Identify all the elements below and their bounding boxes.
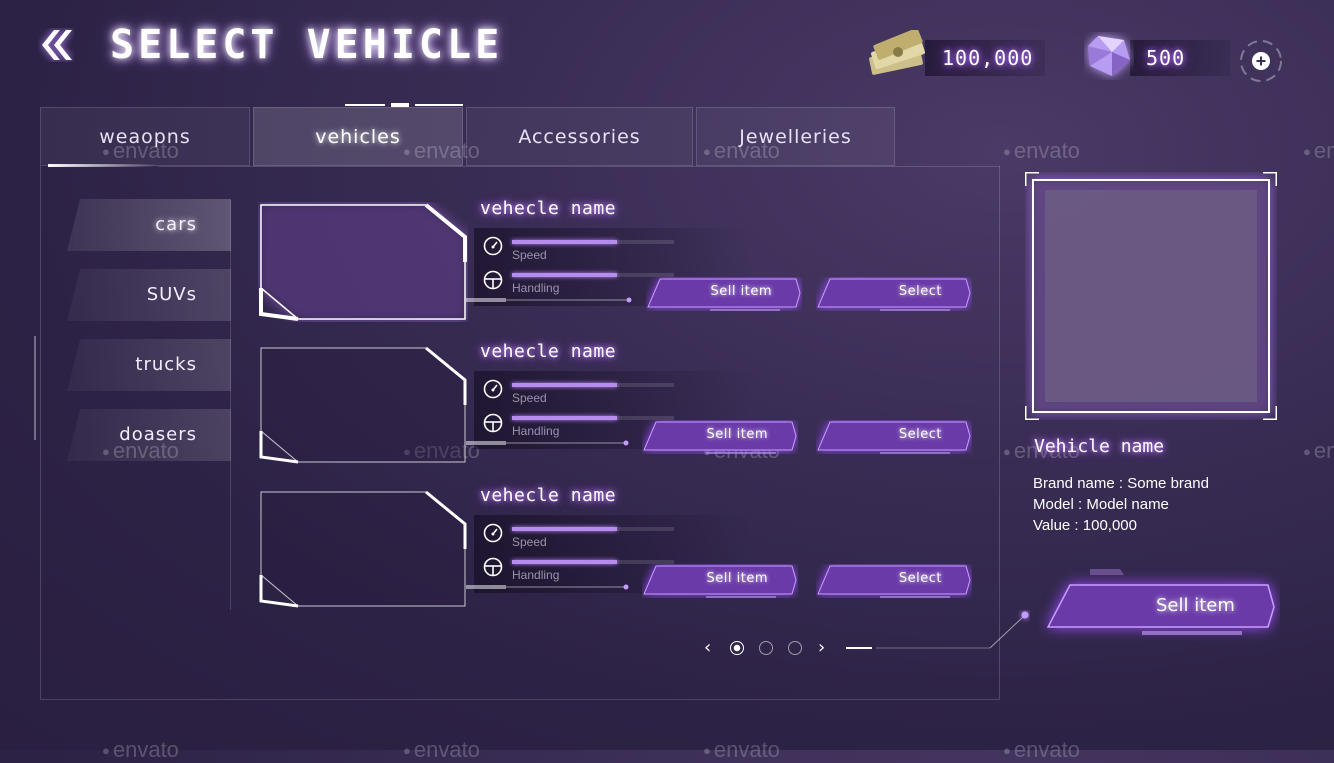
gem-icon [1088, 36, 1130, 76]
sell-item-button[interactable]: Sell item [642, 420, 798, 454]
handling-label: Handling [512, 424, 560, 438]
tab-weapons[interactable]: weaopns [40, 107, 250, 166]
sidebar-divider [230, 200, 231, 610]
sidebar-item-suvs[interactable]: SUVs [67, 269, 231, 321]
detail-sell-button[interactable]: Sell item [990, 565, 1280, 655]
handling-bar-fill [512, 416, 618, 420]
detail-model: Model : Model name [1033, 496, 1169, 513]
steering-wheel-icon [483, 270, 503, 290]
handling-bar [512, 273, 674, 277]
connector-line [466, 297, 632, 303]
connector-line [466, 584, 629, 590]
vehicle-name: vehecle name [480, 485, 617, 506]
steering-wheel-icon [483, 557, 503, 577]
page-dot[interactable] [730, 641, 744, 655]
detail-brand: Brand name : Some brand [1033, 475, 1209, 492]
sell-item-button[interactable]: Sell item [642, 564, 798, 598]
page-title: SELECT VEHICLE [110, 22, 504, 68]
detail-value: Value : 100,000 [1033, 517, 1137, 534]
vehicle-thumbnail[interactable] [258, 489, 468, 609]
speed-bar-fill [512, 240, 618, 244]
page-dot[interactable] [788, 641, 802, 655]
detail-vehicle-name: Vehicle name [1034, 436, 1165, 457]
select-button[interactable]: Select [816, 564, 972, 598]
handling-bar-fill [512, 560, 618, 564]
cash-amount: 100,000 [942, 46, 1034, 70]
vehicle-name: vehecle name [480, 198, 617, 219]
handling-bar [512, 560, 674, 564]
speedometer-icon [483, 379, 503, 399]
pager-connector [846, 611, 1029, 649]
speedometer-icon [483, 236, 503, 256]
sell-item-label: Sell item [710, 284, 772, 299]
tab-accessories[interactable]: Accessories [466, 107, 693, 166]
cash-display [925, 40, 1045, 76]
gem-amount: 500 [1146, 46, 1186, 70]
content-panel [40, 166, 1000, 700]
double-chevron-left-icon[interactable] [38, 28, 74, 62]
chevron-right-icon[interactable]: › [818, 637, 826, 658]
speed-label: Speed [512, 248, 547, 262]
tab-vehicles[interactable]: vehicles [253, 107, 463, 166]
select-label: Select [898, 571, 942, 586]
handling-bar [512, 416, 674, 420]
chevron-left-icon[interactable]: ‹ [704, 637, 712, 658]
speed-label: Speed [512, 535, 547, 549]
sell-item-label: Sell item [706, 571, 768, 586]
watermark: envato [1003, 138, 1080, 164]
sidebar-item-trucks[interactable]: trucks [67, 339, 231, 391]
select-button[interactable]: Select [816, 420, 972, 454]
gem-display [1130, 40, 1230, 76]
select-button[interactable]: Select [816, 277, 972, 311]
page-dot[interactable] [759, 641, 773, 655]
speedometer-icon [483, 523, 503, 543]
sell-item-label: Sell item [706, 427, 768, 442]
speed-bar [512, 383, 674, 387]
cash-stack-icon [869, 30, 925, 75]
vehicle-preview [1025, 172, 1277, 420]
handling-label: Handling [512, 568, 560, 582]
watermark: envato [102, 737, 179, 763]
speed-bar-fill [512, 527, 618, 531]
tab-underline [48, 164, 158, 167]
select-label: Select [898, 427, 942, 442]
vehicle-thumbnail[interactable] [258, 345, 468, 465]
vehicle-name: vehecle name [480, 341, 617, 362]
watermark: envato [1003, 737, 1080, 763]
speed-bar-fill [512, 383, 618, 387]
active-tab-indicator [345, 103, 463, 107]
handling-bar-fill [512, 273, 618, 277]
connector-line [466, 440, 629, 446]
handling-label: Handling [512, 281, 560, 295]
speed-label: Speed [512, 391, 547, 405]
speed-bar [512, 240, 674, 244]
plus-circle-icon[interactable] [1238, 38, 1284, 84]
watermark: envato [1303, 138, 1334, 164]
tab-jewelleries[interactable]: Jewelleries [696, 107, 895, 166]
panel-top-border [158, 166, 1000, 167]
detail-sell-label: Sell item [1156, 595, 1235, 616]
sidebar-item-doasers[interactable]: doasers [67, 409, 231, 461]
watermark: envato [403, 737, 480, 763]
watermark: envato [703, 737, 780, 763]
sell-item-button[interactable]: Sell item [646, 277, 802, 311]
select-label: Select [898, 284, 942, 299]
speed-bar [512, 527, 674, 531]
vehicle-thumbnail[interactable] [258, 202, 468, 322]
steering-wheel-icon [483, 413, 503, 433]
panel-side-accent [34, 336, 41, 440]
sidebar-item-cars[interactable]: cars [67, 199, 231, 251]
watermark: envato [1303, 438, 1334, 464]
